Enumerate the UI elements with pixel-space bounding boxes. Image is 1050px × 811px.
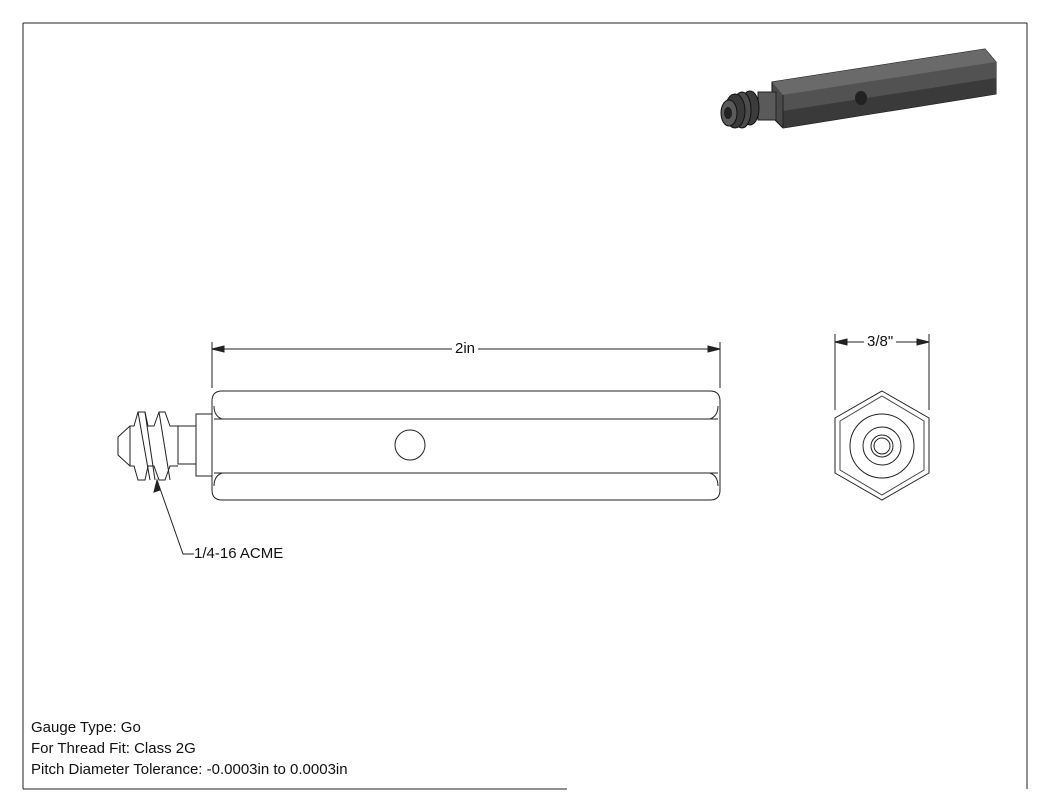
side-view (834, 390, 930, 501)
sheet-border (22, 22, 1028, 790)
thread-callout-label: 1/4-16 ACME (194, 545, 284, 562)
gauge-type-note: Gauge Type: Go (31, 719, 141, 736)
acme-thread (117, 411, 178, 481)
across-flats-label: 3/8" (864, 334, 897, 350)
length-dimension-label: 2in (452, 341, 479, 357)
pitch-tolerance-note: Pitch Diameter Tolerance: -0.0003in to 0… (31, 761, 348, 778)
isometric-view (720, 48, 997, 129)
thread-fit-note: For Thread Fit: Class 2G (31, 740, 196, 757)
thread-leader (153, 478, 195, 555)
front-view (117, 390, 721, 501)
cross-hole (394, 429, 426, 461)
